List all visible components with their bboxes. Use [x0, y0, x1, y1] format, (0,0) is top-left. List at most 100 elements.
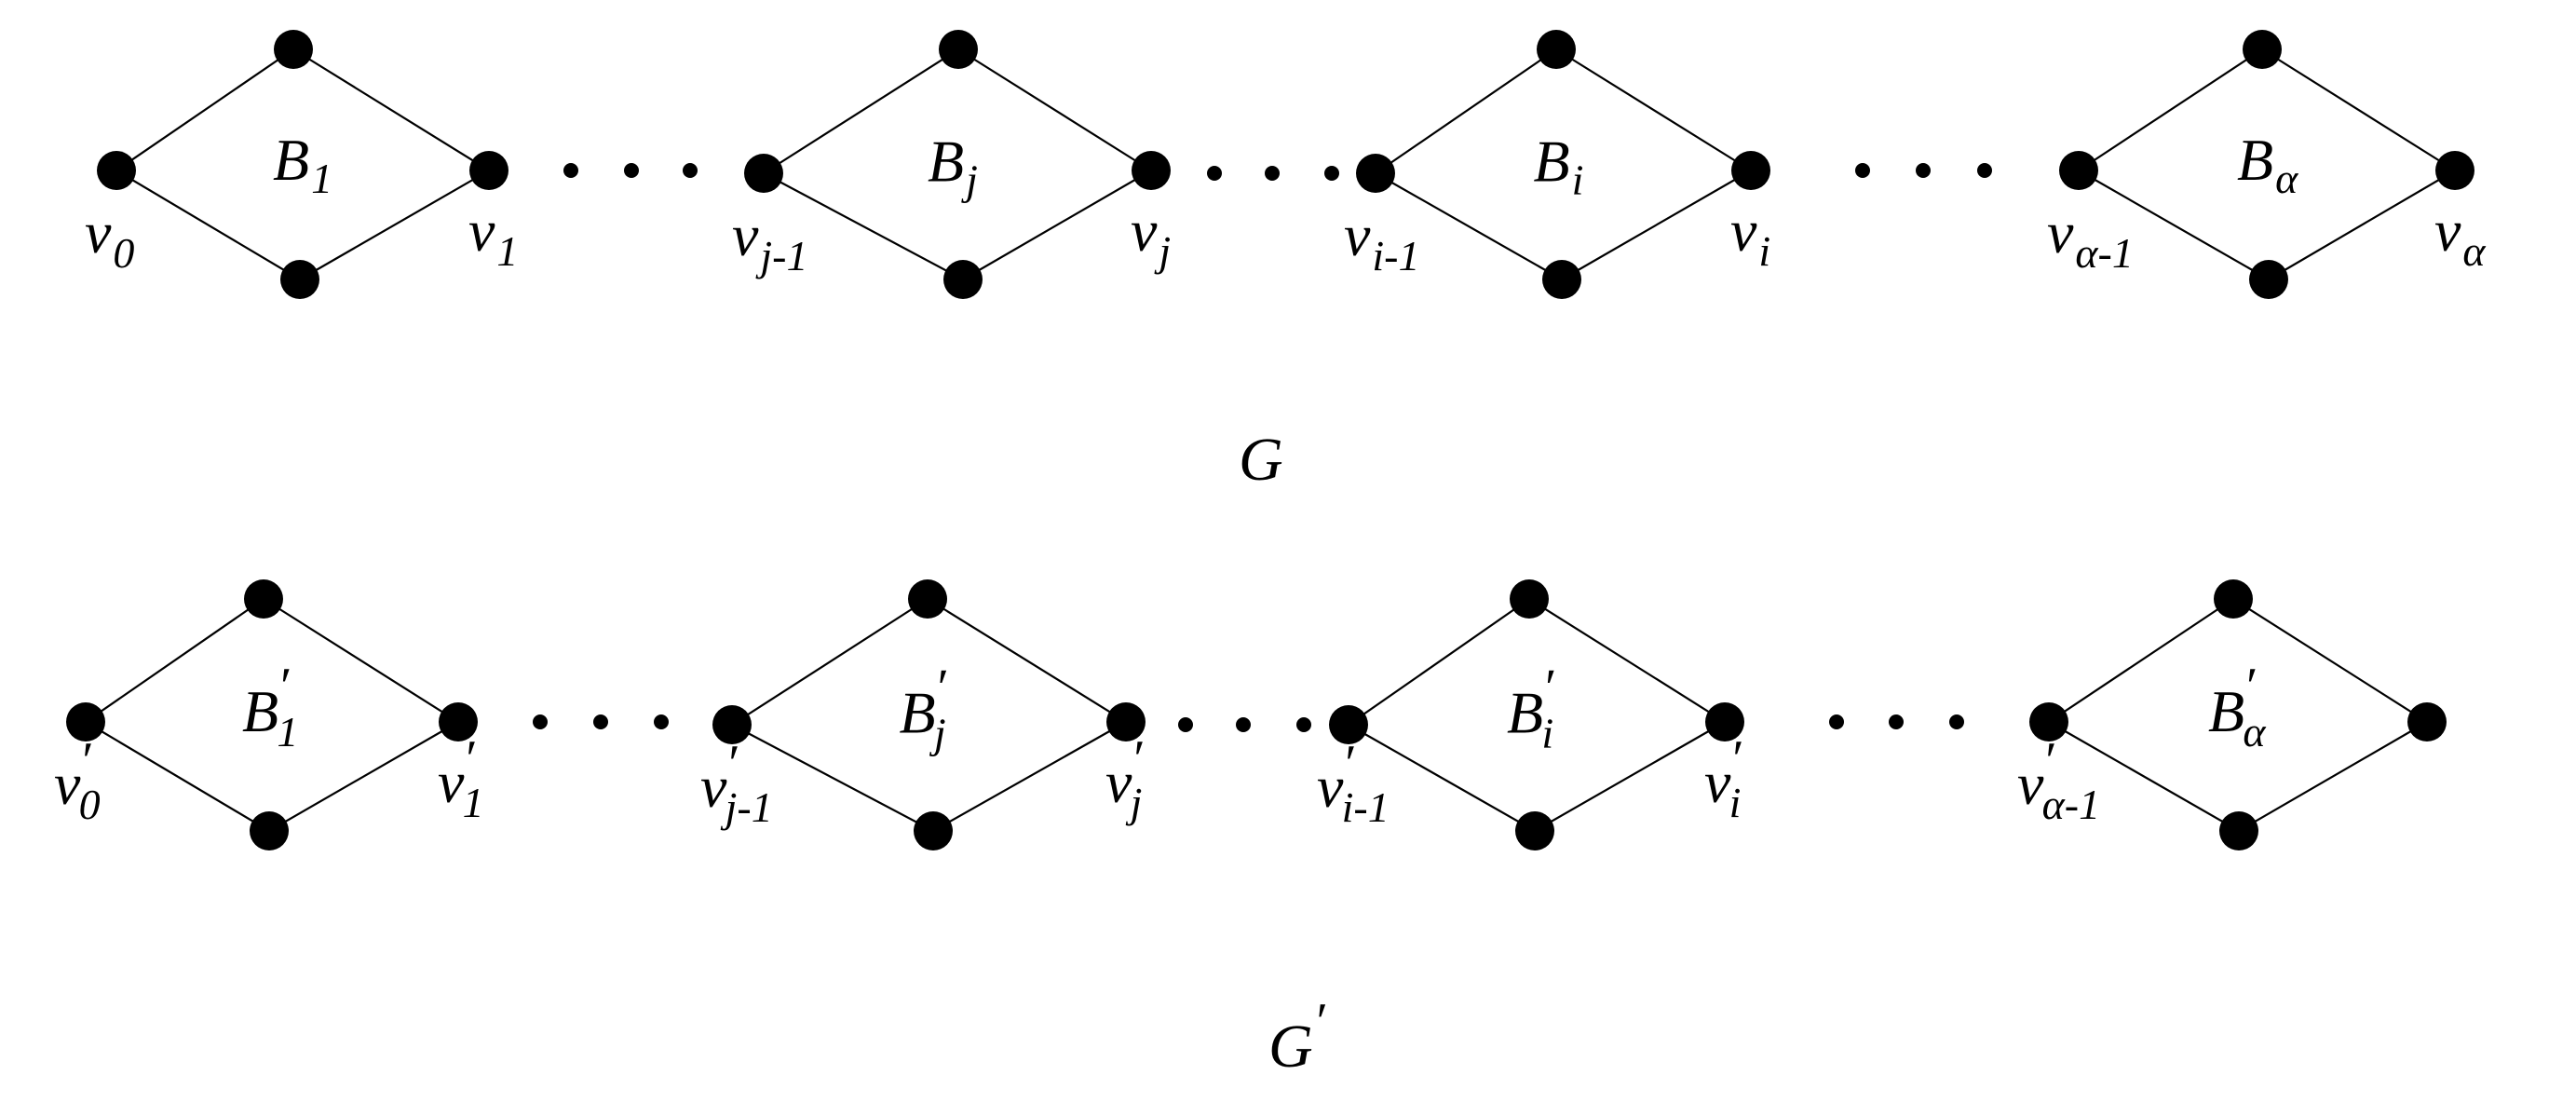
graph1-ellipsis2-dot2: [1265, 166, 1280, 181]
graph2-block3-label: B′i: [1507, 660, 1556, 757]
graph2-block4-vertex-t: [2214, 579, 2253, 619]
graph1-block3-vertex-b: [1542, 260, 1581, 299]
graph2-block4-vertex-b: [2219, 811, 2258, 850]
graph1-block2-edge-lt: [763, 48, 959, 174]
graph2-caption: G′: [1268, 993, 1328, 1081]
graph2-block3-edge-bl: [1348, 724, 1536, 832]
graph1-block1-left-vertex-label: v0: [85, 199, 134, 277]
graph2-ellipsis1-dot1: [533, 714, 548, 729]
graph2-block2-left-vertex-label: v′j-1: [700, 735, 773, 831]
graph1-block1-edge-bl: [115, 170, 301, 280]
graph2-block3-edge-tr: [1528, 598, 1726, 723]
graph2-block4-edge-bl: [2048, 721, 2240, 832]
graph1-block4-right-vertex-label: vα: [2434, 197, 2486, 275]
graph1-block2-label: Bj: [928, 129, 978, 204]
graph2-block3-vertex-l: [1329, 705, 1368, 744]
graph1-block3-edge-lt: [1375, 48, 1557, 174]
graph1-ellipsis2-dot1: [1207, 166, 1222, 181]
graph1-block2-edge-tr: [957, 48, 1152, 171]
graph1-block4-label: Bα: [2237, 127, 2298, 202]
graph2-block1-edge-bl: [85, 721, 270, 832]
graph2-block1-label: B′1: [242, 658, 298, 755]
graph1-block1-vertex-t: [274, 30, 313, 69]
graph1-caption: G: [1239, 426, 1283, 494]
graph2-ellipsis3-dot3: [1949, 714, 1964, 729]
graph1-ellipsis2-dot3: [1324, 166, 1339, 181]
graph2-block3-vertex-t: [1510, 579, 1549, 619]
graph1-block3-edge-bl: [1375, 172, 1563, 280]
graph2-block1-edge-rb: [268, 721, 459, 832]
graph1-block4-edge-bl: [2078, 170, 2270, 280]
graph2-block3-left-vertex-label: v′i-1: [1317, 735, 1390, 831]
graph2-block2-edge-tr: [927, 598, 1127, 723]
graph1-block4-vertex-l: [2059, 151, 2098, 190]
graph2-block1-edge-lt: [85, 598, 264, 723]
graph2-block2-vertex-b: [914, 811, 953, 850]
graph2-ellipsis1-dot3: [654, 714, 669, 729]
graph2-block1-vertex-t: [244, 579, 283, 619]
graph1-ellipsis3-dot1: [1855, 163, 1870, 178]
graph2-block2-right-vertex-label: v′j: [1105, 730, 1146, 826]
graph1-block4-vertex-t: [2243, 30, 2282, 69]
edges-layer: [85, 48, 2456, 832]
graph1-ellipsis3-dot2: [1916, 163, 1931, 178]
graph1-block2-left-vertex-label: vj-1: [732, 202, 808, 279]
graph2-block2-label: B′j: [900, 660, 949, 757]
graph1-block3-vertex-r: [1731, 151, 1770, 190]
graph1-block4-edge-lt: [2078, 48, 2263, 171]
graph1-block3-edge-rb: [1561, 170, 1752, 280]
graph2-block4-vertex-r: [2407, 702, 2447, 741]
graph2-block4-edge-rb: [2238, 721, 2428, 832]
vertices-layer: [66, 30, 2474, 850]
graph2-ellipsis2-dot3: [1296, 717, 1311, 732]
graph1-block2-vertex-b: [943, 260, 983, 299]
graph2-block2-edge-bl: [731, 724, 934, 832]
graph1-block2-vertex-l: [744, 154, 783, 193]
graph2-ellipsis3-dot2: [1889, 714, 1904, 729]
graph2-block1-edge-tr: [263, 598, 459, 723]
graph2-block2-edge-rb: [932, 721, 1127, 832]
graph2-block3-right-vertex-label: v′i: [1704, 730, 1744, 826]
graph2-ellipsis2-dot1: [1178, 717, 1193, 732]
ellipsis-layer: [533, 163, 1992, 732]
graph1-block1-label: B1: [273, 127, 332, 202]
graph2-ellipsis2-dot2: [1236, 717, 1251, 732]
graph1-block3-vertex-l: [1356, 154, 1395, 193]
graph2-block4-left-vertex-label: v′α-1: [2017, 732, 2100, 828]
graph1-ellipsis1-dot3: [683, 163, 698, 178]
graph2-block4-label: B′α: [2208, 658, 2266, 755]
graph1-block1-vertex-r: [469, 151, 508, 190]
graph1-block3-edge-tr: [1555, 48, 1752, 171]
graph2-block1-vertex-b: [250, 811, 289, 850]
graph2-block1-vertex-r: [439, 702, 478, 741]
graph2-block2-vertex-r: [1106, 702, 1146, 741]
graph1-block4-left-vertex-label: vα-1: [2047, 199, 2134, 277]
graph1-block2-edge-rb: [962, 170, 1152, 280]
graph1-block4-vertex-b: [2249, 260, 2288, 299]
graph2-block2-vertex-t: [908, 579, 947, 619]
graph1-ellipsis1-dot2: [624, 163, 639, 178]
graph1-block1-right-vertex-label: v1: [468, 197, 518, 275]
graph1-block3-label: Bi: [1534, 129, 1584, 204]
graph2-block4-edge-lt: [2048, 598, 2234, 723]
graph1-block1-vertex-l: [97, 151, 136, 190]
graph1-block3-right-vertex-label: vi: [1730, 197, 1770, 275]
graph1-ellipsis1-dot1: [563, 163, 578, 178]
graph2-block3-edge-lt: [1348, 598, 1530, 726]
graph2-block3-edge-rb: [1534, 721, 1726, 832]
graph1-block4-edge-rb: [2268, 170, 2456, 280]
graph1-block1-edge-lt: [115, 48, 294, 171]
graph1-block1-edge-tr: [292, 48, 490, 171]
graph1-block1-vertex-b: [280, 260, 319, 299]
graph2-block3-vertex-b: [1515, 811, 1554, 850]
graph2-block2-edge-lt: [731, 598, 929, 726]
graph1-block2-right-vertex-label: vj: [1131, 197, 1171, 275]
graph1-block2-edge-bl: [763, 172, 964, 280]
graph1-block4-edge-tr: [2261, 48, 2456, 171]
graph2-block3-vertex-r: [1705, 702, 1744, 741]
graph1-block3-vertex-t: [1537, 30, 1576, 69]
graph1-block1-edge-rb: [299, 170, 490, 280]
